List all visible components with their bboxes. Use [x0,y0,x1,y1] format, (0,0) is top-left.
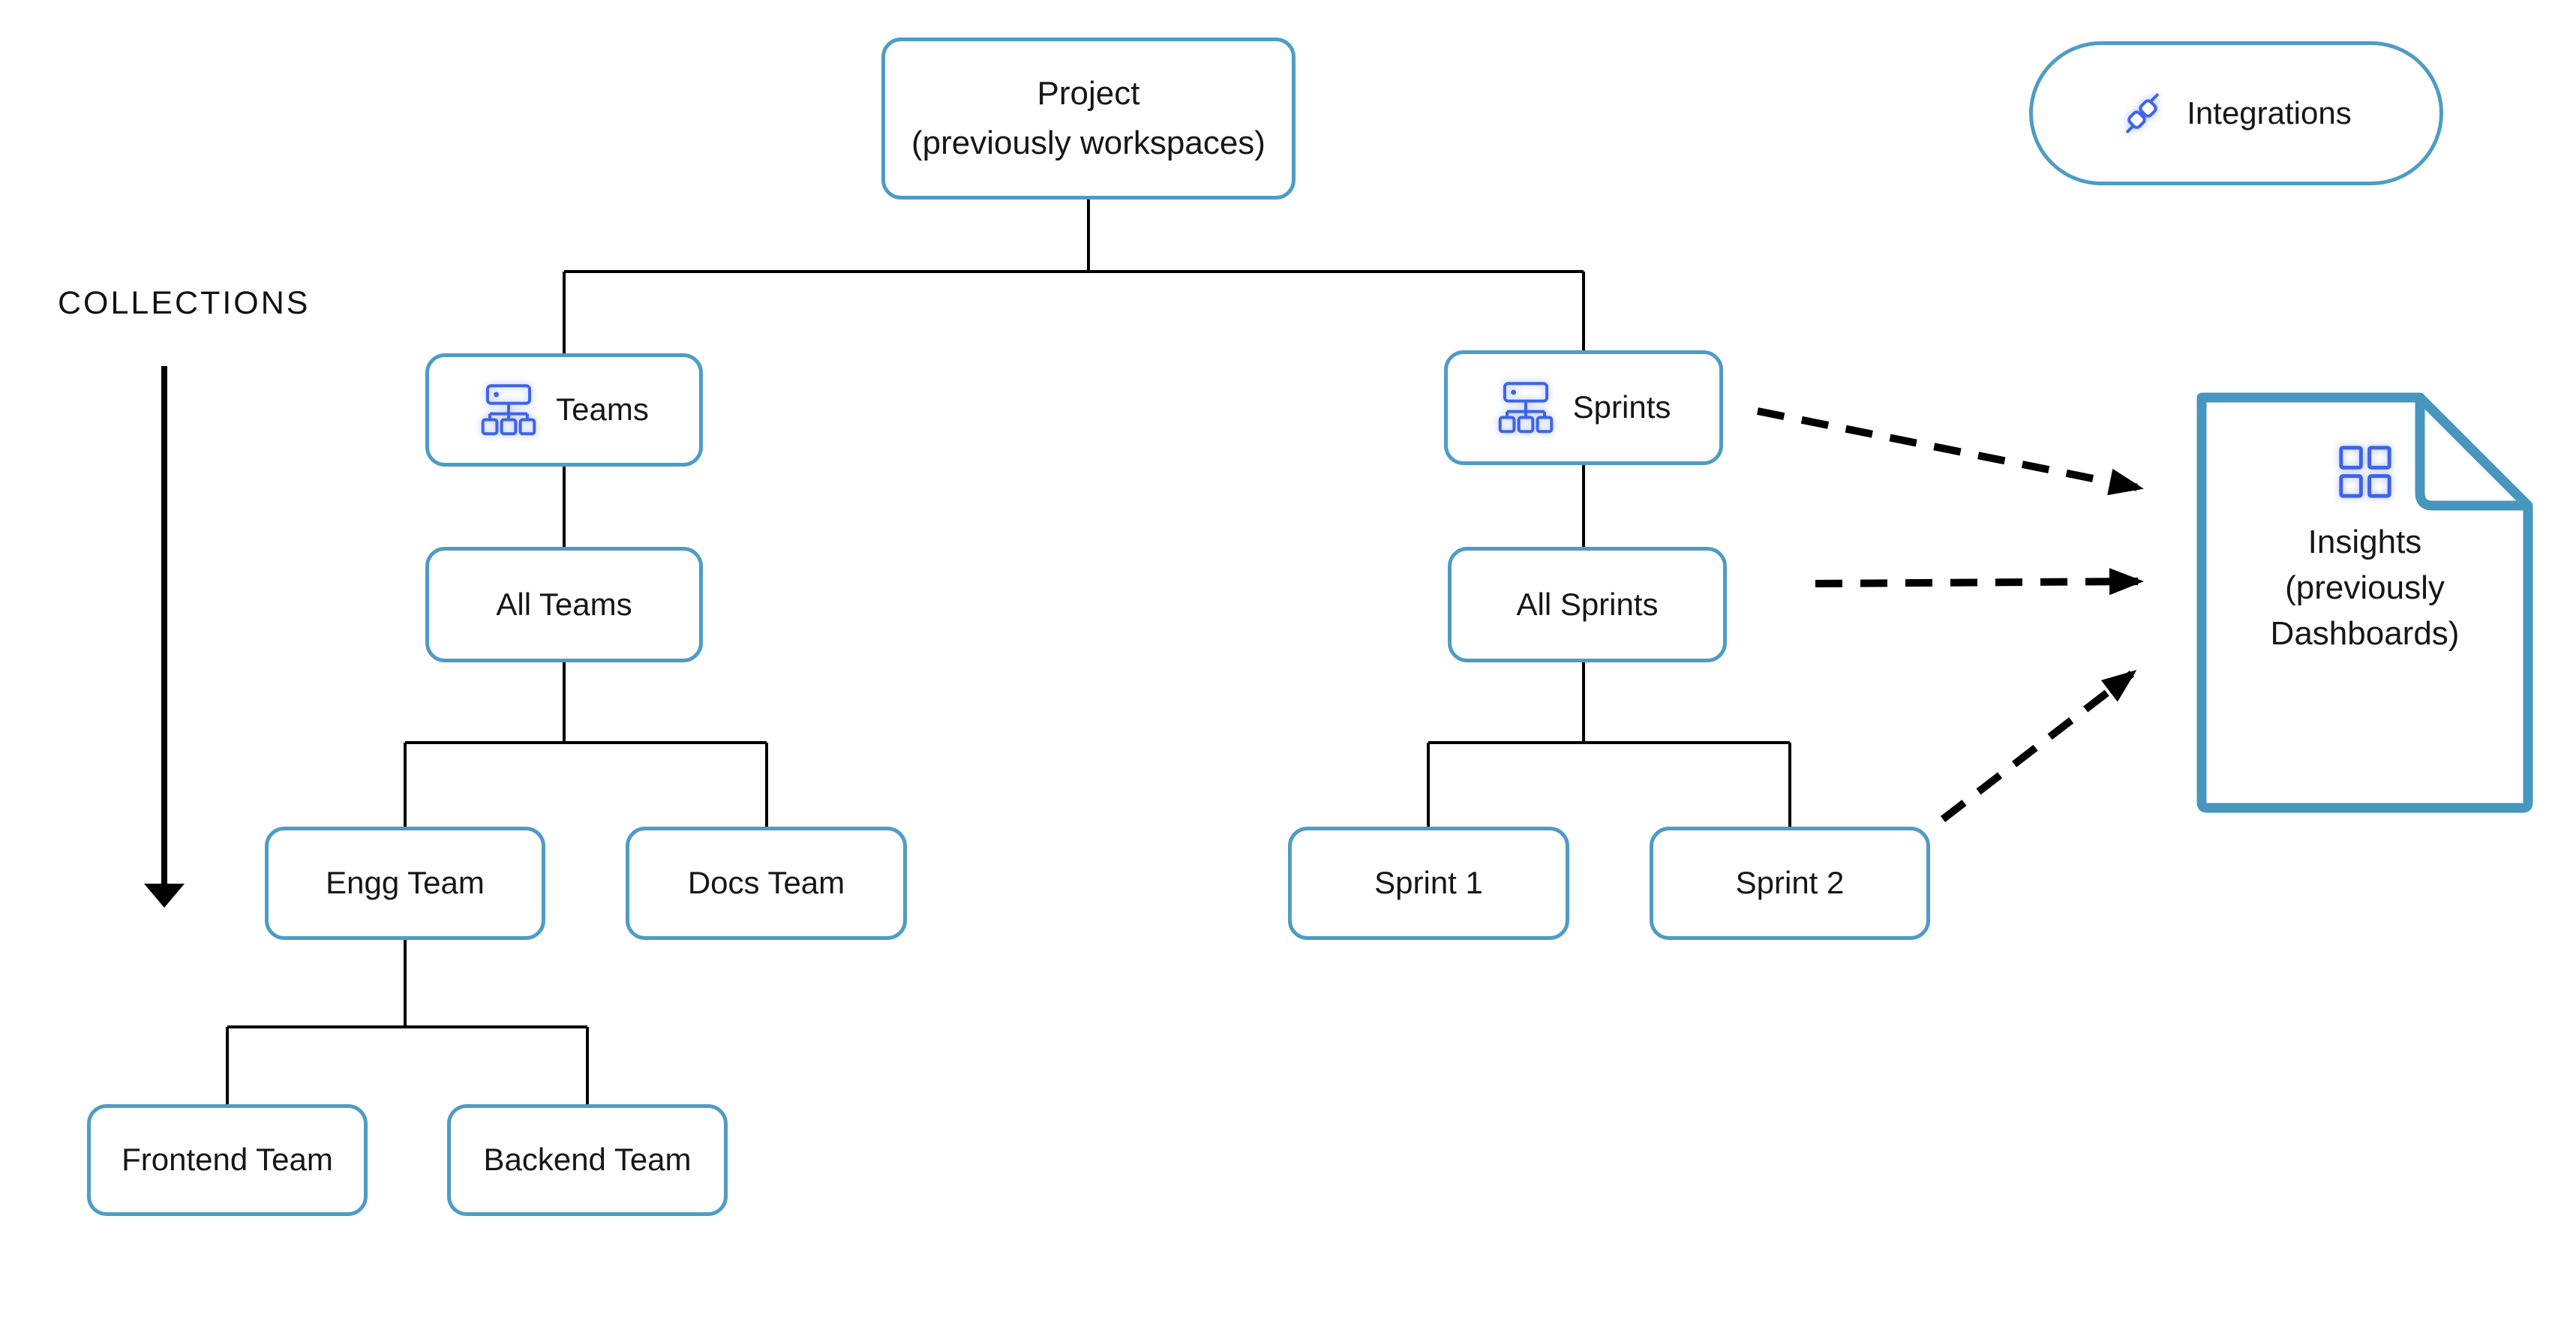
integration-plug-icon [2121,92,2164,135]
project-label-line1: Project [1037,75,1140,112]
collections-label: COLLECTIONS [58,285,311,321]
org-hierarchy-icon [479,383,538,437]
docs-team-label: Docs Team [687,865,845,901]
frontend-team-label: Frontend Team [122,1142,333,1178]
project-label-line2: (previously workspaces) [911,125,1265,161]
tree-connector-lines [226,200,1791,1104]
node-project[interactable]: Project (previously workspaces) [881,38,1296,200]
integrations-label: Integrations [2187,95,2352,131]
dashed-arrow-all-sprints-to-insights [1815,568,2144,596]
node-all-sprints[interactable]: All Sprints [1448,547,1727,662]
dashboard-grid-icon [2337,444,2393,500]
backend-team-label: Backend Team [483,1142,692,1178]
node-sprint-1[interactable]: Sprint 1 [1288,827,1569,940]
teams-label: Teams [556,392,649,428]
node-all-teams[interactable]: All Teams [425,547,703,662]
node-sprint-2[interactable]: Sprint 2 [1650,827,1930,940]
integrations-button[interactable]: Integrations [2029,41,2443,185]
insights-document-content: Insights (previously Dashboards) [2202,444,2528,656]
node-frontend-team[interactable]: Frontend Team [87,1104,368,1216]
node-docs-team[interactable]: Docs Team [626,827,907,940]
node-sprints[interactable]: Sprints [1444,350,1723,465]
sprint-2-label: Sprint 2 [1735,865,1845,901]
insights-label-line3: Dashboards) [2270,615,2460,652]
insights-document-shape[interactable] [2196,392,2533,813]
node-teams[interactable]: Teams [425,353,703,467]
sprints-label: Sprints [1572,389,1671,425]
engg-team-label: Engg Team [326,865,485,901]
org-hierarchy-icon [1497,381,1555,435]
sprint-1-label: Sprint 1 [1374,865,1483,901]
node-backend-team[interactable]: Backend Team [447,1104,728,1216]
insights-label-line2: (previously [2285,569,2445,606]
dashed-arrow-sprints-to-insights [1757,407,2144,496]
insights-label-line1: Insights [2307,524,2422,560]
dashed-arrow-sprint-area-to-insights [1940,670,2137,822]
document-fold-corner [2415,398,2528,511]
node-engg-team[interactable]: Engg Team [265,827,545,940]
all-teams-label: All Teams [496,586,632,622]
all-sprints-label: All Sprints [1516,586,1659,622]
collections-arrow [144,366,185,908]
